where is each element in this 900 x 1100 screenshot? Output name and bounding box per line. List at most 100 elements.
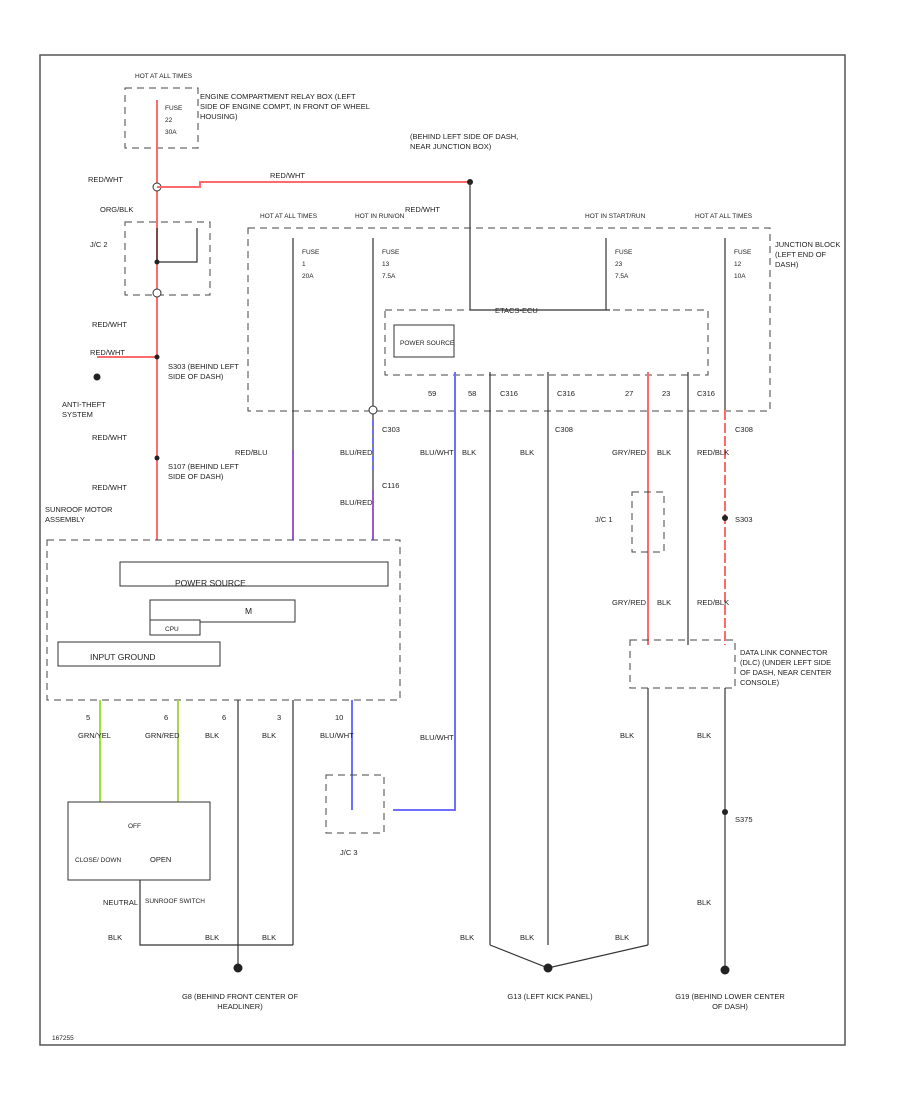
pin-3: 3: [277, 713, 281, 722]
label-red-wht-4: RED/WHT: [90, 348, 125, 357]
fuse1-amp: 20A: [302, 273, 314, 280]
label-s303b: S303: [735, 515, 753, 524]
diagram-frame: [39, 54, 846, 1046]
pin-58: 58: [468, 389, 476, 398]
label-blu-wht-3: BLU/WHT: [420, 733, 454, 742]
g8-ground: [233, 963, 243, 973]
fuse22-num: 22: [165, 117, 173, 124]
label-red-blk-1: RED/BLK: [697, 448, 729, 457]
fuse23-hot: HOT IN START/RUN: [585, 213, 646, 220]
jc2-box: [124, 221, 211, 296]
power-source-ecu: [393, 324, 455, 358]
s303-label: S303 (BEHIND LEFT SIDE OF DASH): [168, 362, 239, 381]
label-c316-3: C316: [697, 389, 715, 398]
s303-dot: [154, 354, 160, 360]
sunroof-switch-label: SUNROOF SWITCH: [145, 898, 205, 905]
label-blk-15: BLK: [615, 933, 629, 942]
g13-label: G13 (LEFT KICK PANEL): [507, 992, 592, 1001]
fuse22-hot: HOT AT ALL TIMES: [135, 73, 193, 80]
label-blu-wht-1: BLU/WHT: [420, 448, 454, 457]
fuse13-name: FUSE: [382, 249, 400, 256]
jc2-label: J/C 2: [90, 240, 108, 249]
label-blk-10: BLK: [108, 933, 122, 942]
label-red-wht-1: RED/WHT: [88, 175, 123, 184]
label-red-wht-5: RED/WHT: [92, 433, 127, 442]
jc2-dot: [154, 259, 160, 265]
fuse13-num: 13: [382, 261, 390, 268]
pin-6-b: 6: [222, 713, 226, 722]
label-red-blk-2: RED/BLK: [697, 598, 729, 607]
pin-10: 10: [335, 713, 343, 722]
label-blk-2: BLK: [520, 448, 534, 457]
s375-dot: [722, 809, 728, 815]
fuse1-num: 1: [302, 261, 306, 268]
label-grn-red: GRN/RED: [145, 731, 180, 740]
junction-block: [247, 227, 771, 412]
label-org-blk: ORG/BLK: [100, 205, 133, 214]
fuse23-name: FUSE: [615, 249, 633, 256]
label-grn-yel: GRN/YEL: [78, 731, 111, 740]
close-down-label: CLOSE/ DOWN: [75, 857, 122, 864]
label-red-wht-2: RED/WHT: [405, 205, 440, 214]
label-red-wht-top: RED/WHT: [270, 171, 305, 180]
label-blk-11: BLK: [205, 933, 219, 942]
anti-theft-label: ANTI-THEFT SYSTEM: [62, 400, 106, 419]
fuse13-amp: 7.5A: [382, 273, 396, 280]
fuse1-name: FUSE: [302, 249, 320, 256]
sunroof-motor-label: SUNROOF MOTOR ASSEMBLY: [45, 505, 112, 524]
fuse12-name: FUSE: [734, 249, 752, 256]
label-gry-red-2: GRY/RED: [612, 598, 647, 607]
jc3-box: [325, 774, 385, 834]
label-c303: C303: [382, 425, 400, 434]
sunroof-motor-assembly: [46, 539, 401, 701]
label-c316-2: C316: [557, 389, 575, 398]
s107-dot: [154, 455, 160, 461]
junction-block-label: JUNCTION BLOCK (LEFT END OF DASH): [775, 240, 840, 269]
label-red-wht-3: RED/WHT: [92, 320, 127, 329]
dlc-label: DATA LINK CONNECTOR (DLC) (UNDER LEFT SI…: [740, 648, 831, 687]
label-blu-red-2: BLU/RED: [340, 498, 373, 507]
label-blk-7: BLK: [697, 898, 711, 907]
label-blk-5: BLK: [620, 731, 634, 740]
g19-ground: [720, 965, 730, 975]
power-source-block: [119, 561, 389, 587]
label-blk-13: BLK: [460, 933, 474, 942]
switch-ground: [139, 880, 238, 946]
label-blk-12: BLK: [262, 933, 276, 942]
blu-wht-wire-etacs: [393, 372, 456, 811]
label-blk-14: BLK: [520, 933, 534, 942]
label-blk-1: BLK: [462, 448, 476, 457]
label-blk-9: BLK: [262, 731, 276, 740]
jc2-pin: [152, 288, 162, 298]
g13-join: [489, 944, 649, 969]
red-wht-wire-top: [157, 181, 470, 188]
label-c116: C116: [382, 481, 399, 490]
s303b-dot: [722, 515, 728, 521]
label-red-blu: RED/BLU: [235, 448, 268, 457]
fuse1-hot: HOT AT ALL TIMES: [260, 213, 318, 220]
fuse13-hot: HOT IN RUN/ON: [355, 213, 405, 220]
fuse23-amp: 7.5A: [615, 273, 629, 280]
label-c308: C308: [735, 425, 753, 434]
pin-27: 27: [625, 389, 633, 398]
fuse23-num: 23: [615, 261, 623, 268]
cpu-label: CPU: [165, 626, 179, 633]
label-s375: S375: [735, 815, 753, 824]
motor-symbol: M: [245, 606, 252, 616]
fuse22-name: FUSE: [165, 105, 183, 112]
jc2-loop: [156, 228, 198, 263]
neutral-label: NEUTRAL: [103, 898, 138, 907]
fuse22-location: ENGINE COMPARTMENT RELAY BOX (LEFT SIDE …: [200, 92, 370, 121]
pin-6-a: 6: [164, 713, 168, 722]
jc1-box: [631, 491, 665, 553]
motor-relay-block: [149, 599, 296, 623]
power-source-label: POWER SOURCE: [175, 578, 246, 588]
data-link-connector: [629, 639, 736, 689]
s107-label: S107 (BEHIND LEFT SIDE OF DASH): [168, 462, 239, 481]
fuse12-num: 12: [734, 261, 742, 268]
anti-theft-terminal: [93, 373, 101, 381]
label-c316-1: C316: [500, 389, 518, 398]
fuse12-hot: HOT AT ALL TIMES: [695, 213, 753, 220]
pin-59: 59: [428, 389, 436, 398]
engine-relay-box: [124, 87, 199, 149]
